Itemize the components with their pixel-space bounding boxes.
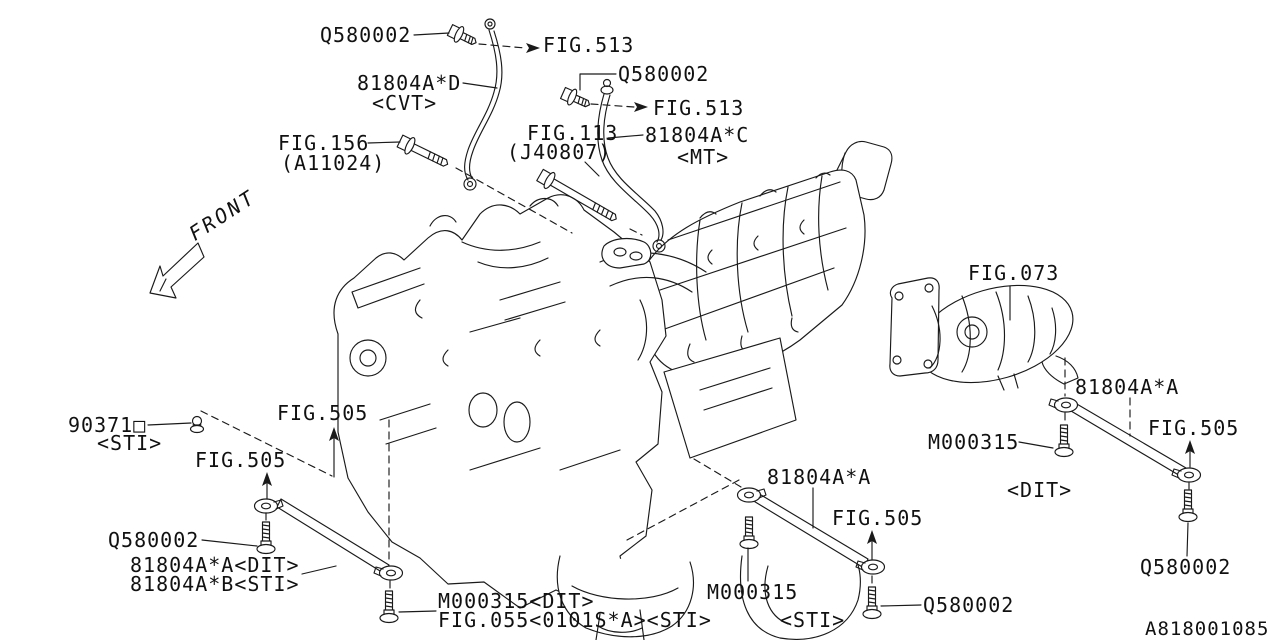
bolt-icon [1178,489,1198,523]
bolt-icon [379,590,399,624]
fig-ref-513-top-left: FIG.513 [543,33,635,57]
washer-icon [855,559,886,575]
bolt-icon [536,167,621,227]
fig-ref-arrow-icon [633,101,649,113]
washer-icon [373,565,404,581]
part-label-m000315-right: M000315 [928,430,1020,454]
part-label-81804a-a-right: 81804A*A [1075,375,1180,399]
part-label-90371: 90371□ [68,413,147,437]
part-label-81804a-d: 81804A*D [357,71,462,95]
engine-drawing [334,195,860,640]
part-label-q580002-left: Q580002 [108,528,200,552]
variant-label-dit-right: <DIT> [1007,478,1073,502]
washer-icon [1048,397,1079,413]
bolt-icon [862,586,882,620]
variant-label-sti-left: <STI> [97,431,163,455]
front-arrow-icon [150,243,204,298]
bolt-icon [739,516,759,550]
part-label-81804a-b-sti: 81804A*B<STI> [130,572,300,596]
variant-label-sti-mid: <STI> [780,608,846,632]
fig-ref-505-mid: FIG.505 [832,506,924,530]
variant-label-cvt: <CVT> [372,91,438,115]
part-label-q580002-mid: Q580002 [923,593,1015,617]
bolt-icon [1054,424,1074,458]
part-label-q580002-top-left: Q580002 [320,23,412,47]
fig-ref-113-sub: (J40807) [507,140,612,164]
fig-ref-505-left-lower: FIG.505 [195,448,287,472]
variant-label-mt: <MT> [677,145,730,169]
transmission-drawing [648,141,892,376]
breather-hose-cvt [464,19,502,190]
leader-lines [148,33,1190,612]
fig-ref-505-right: FIG.505 [1148,416,1240,440]
breather-hose-mt [598,80,665,253]
bolt-icon [396,133,452,172]
fig-ref-arrow-icon [525,42,541,54]
heat-shield-drawing [890,269,1084,400]
fig-ref-113: FIG.113 [527,121,619,145]
fig-ref-156: FIG.156 [278,131,370,155]
diagram-id: A818001085 [1145,618,1270,640]
part-label-81804a-c: 81804A*C [645,123,750,147]
bolt-icon [446,22,480,50]
bolt-icon [560,85,593,112]
fig-ref-513-top-mid: FIG.513 [653,96,745,120]
fig-ref-156-sub: (A11024) [281,151,386,175]
fig-ref-055-sti: FIG.055<0101S*A><STI> [438,608,712,632]
part-label-q580002-bottom-right: Q580002 [1140,555,1232,579]
locator-dashed-lines [201,44,1189,590]
washer-icon [1171,467,1202,483]
part-label-q580002-top-mid: Q580002 [618,62,710,86]
fig-ref-505-left-upper: FIG.505 [277,401,369,425]
part-label-m000315-mid: M000315 [707,580,799,604]
part-label-81804a-a-dit: 81804A*A<DIT> [130,553,300,577]
clip-icon [191,417,204,433]
bolt-icon [256,521,276,555]
part-label-81804a-a-mid: 81804A*A [767,465,872,489]
fig-ref-073: FIG.073 [968,261,1060,285]
part-label-m000315-dit: M000315<DIT> [438,589,595,613]
